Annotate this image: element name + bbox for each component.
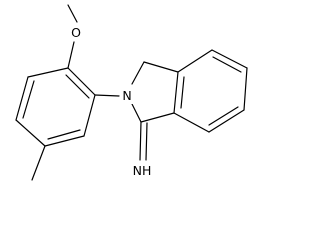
oxygen-label-mask xyxy=(69,23,83,41)
imine-atom-label: NH xyxy=(133,163,152,178)
bond-ring-b-3 xyxy=(243,67,248,111)
bond-ring-b-1 xyxy=(177,49,213,73)
bond-ring-a-5-inner xyxy=(22,80,35,119)
bond-o-ring xyxy=(67,41,75,69)
bond-ring-n xyxy=(94,94,120,97)
bond-ring-a-2 xyxy=(83,94,96,137)
oxygen-atom-label: O xyxy=(71,25,81,40)
nitrogen-label-mask xyxy=(120,86,134,104)
bond-ring-b-4-inner xyxy=(208,106,239,126)
bond-ring-methyl xyxy=(31,145,46,181)
molecule-structure: O N NH xyxy=(15,4,248,181)
imine-label-mask xyxy=(128,161,156,179)
bond-ring-b-4 xyxy=(208,109,245,133)
bond-n-ch2 xyxy=(131,61,145,85)
bond-fused-inner xyxy=(180,76,185,109)
bond-ring-b-2-inner xyxy=(212,56,242,73)
bond-imine-2 xyxy=(145,122,148,161)
bond-ring-a-3-inner xyxy=(47,129,81,140)
molecule-canvas: O N NH xyxy=(15,4,248,181)
bond-methyl-o xyxy=(67,4,78,23)
bond-ch2-ring xyxy=(143,61,179,73)
bond-ring-a-6 xyxy=(27,67,69,78)
bond-ring-b-2 xyxy=(211,49,248,69)
bond-ring-a-3 xyxy=(44,135,85,147)
bond-c1-ring xyxy=(140,112,175,123)
bond-n-c1 xyxy=(131,103,142,123)
bond-ring-b-5 xyxy=(173,112,210,133)
bond-ring-a-5 xyxy=(15,76,29,121)
bond-ring-a-4 xyxy=(15,119,46,147)
bond-fused xyxy=(173,71,179,114)
bond-imine-1 xyxy=(139,121,142,161)
bond-ring-a-1-inner xyxy=(65,74,90,99)
bond-ring-a-1 xyxy=(67,67,96,96)
nitrogen-atom-label: N xyxy=(122,88,131,103)
